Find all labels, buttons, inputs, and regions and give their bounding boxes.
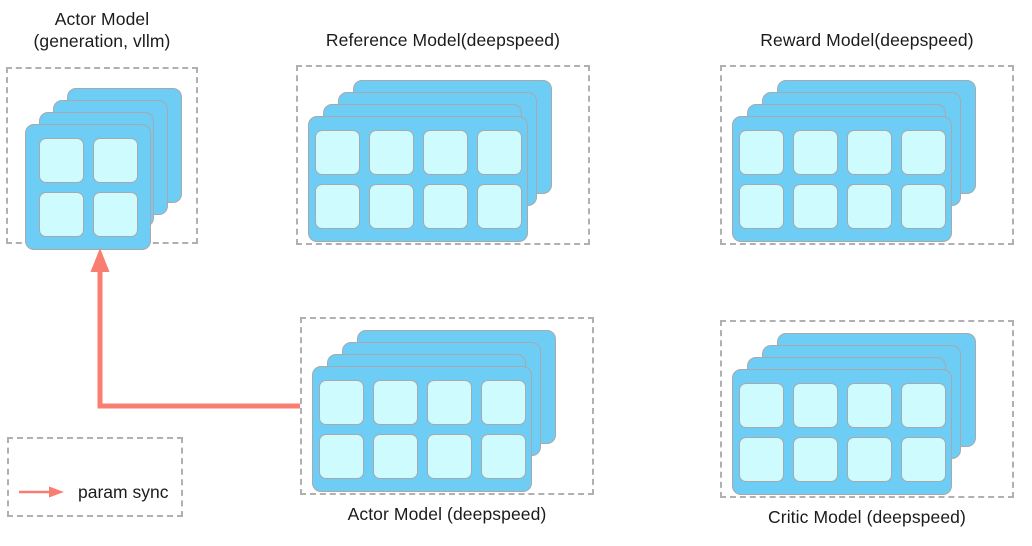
gpu-cell	[38, 137, 84, 183]
gpu-cell	[900, 436, 946, 482]
group-title-actor-deepspeed: Actor Model (deepspeed)	[347, 504, 547, 524]
group-title-actor-vllm: Actor Model (generation, vllm)	[6, 8, 198, 52]
gpu-cell	[738, 129, 784, 175]
gpu-card-front	[732, 369, 952, 495]
card-stack-actor-vllm	[6, 67, 198, 250]
gpu-cell	[368, 183, 414, 229]
gpu-cell	[792, 183, 838, 229]
gpu-cell	[480, 433, 526, 479]
title-line-2: (generation, vllm)	[33, 31, 171, 51]
group-frame-reference-model	[296, 65, 590, 245]
card-stack-critic-model	[720, 320, 1014, 498]
group-frame-critic-model	[720, 320, 1014, 498]
gpu-cell	[92, 191, 138, 237]
gpu-cell	[900, 382, 946, 428]
gpu-cell	[846, 183, 892, 229]
legend-box	[7, 437, 183, 517]
group-title-reward-model: Reward Model(deepspeed)	[760, 30, 974, 50]
gpu-cell	[900, 129, 946, 175]
gpu-cell	[372, 433, 418, 479]
gpu-cell	[738, 382, 784, 428]
legend-arrow-icon	[19, 486, 64, 498]
gpu-cell	[480, 379, 526, 425]
gpu-card-front	[312, 366, 532, 492]
group-frame-reward-model	[720, 65, 1014, 245]
gpu-cell	[900, 183, 946, 229]
gpu-cell	[476, 183, 522, 229]
gpu-cell	[738, 436, 784, 482]
gpu-cell	[314, 129, 360, 175]
gpu-cell	[314, 183, 360, 229]
gpu-cell	[846, 436, 892, 482]
gpu-cell	[372, 379, 418, 425]
gpu-cell	[846, 129, 892, 175]
gpu-card-front	[25, 124, 151, 250]
gpu-cell	[426, 433, 472, 479]
legend-item-param-sync: param sync	[18, 482, 168, 502]
group-title-reference-model: Reference Model(deepspeed)	[325, 30, 561, 50]
gpu-cell	[422, 129, 468, 175]
legend-label-param-sync: param sync	[78, 482, 169, 502]
gpu-cell	[792, 382, 838, 428]
gpu-cell	[318, 433, 364, 479]
gpu-cell	[422, 183, 468, 229]
gpu-cell	[846, 382, 892, 428]
gpu-cell	[792, 129, 838, 175]
gpu-cell	[318, 379, 364, 425]
gpu-cell	[368, 129, 414, 175]
card-stack-reward-model	[720, 65, 1014, 245]
gpu-card-front	[732, 116, 952, 242]
gpu-card-front	[308, 116, 528, 242]
group-frame-actor-deepspeed	[300, 317, 594, 495]
card-stack-reference-model	[296, 65, 590, 245]
gpu-cell	[792, 436, 838, 482]
gpu-cell	[738, 183, 784, 229]
group-title-critic-model: Critic Model (deepspeed)	[768, 507, 966, 527]
title-line-1: Actor Model	[54, 9, 150, 29]
gpu-cell	[92, 137, 138, 183]
card-stack-actor-deepspeed	[300, 317, 594, 495]
gpu-cell	[426, 379, 472, 425]
gpu-cell	[38, 191, 84, 237]
gpu-cell	[476, 129, 522, 175]
